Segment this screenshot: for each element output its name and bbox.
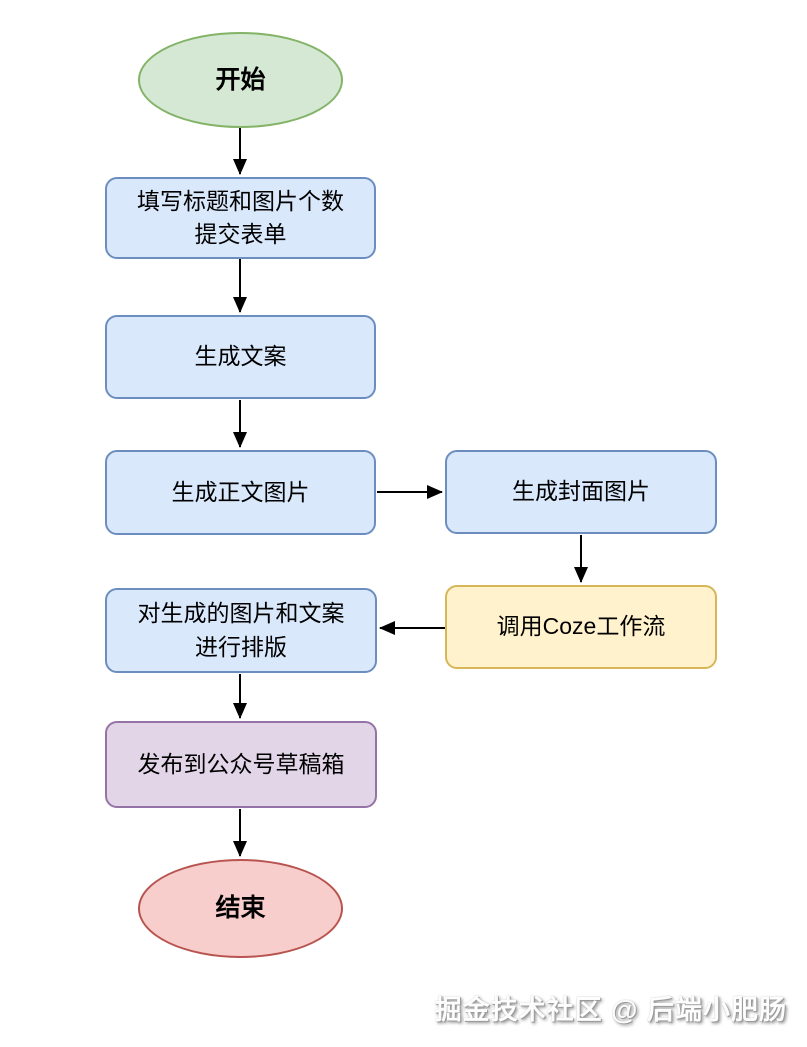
node-generate-cover-image-label: 生成封面图片 (512, 478, 650, 505)
node-generate-body-images: 生成正文图片 (105, 450, 376, 535)
node-end-label: 结束 (215, 894, 266, 923)
node-typeset-layout: 对生成的图片和文案 进行排版 (105, 588, 377, 673)
node-call-coze-workflow-label: 调用Coze工作流 (496, 613, 666, 640)
node-start: 开始 (138, 32, 343, 128)
watermark-text: 掘金技术社区 @ 后端小肥肠 (434, 995, 787, 1025)
node-end: 结束 (138, 859, 343, 958)
node-generate-body-images-label: 生成正文图片 (171, 478, 310, 505)
node-publish-draftbox-label: 发布到公众号草稿箱 (137, 750, 345, 777)
node-fill-form: 填写标题和图片个数 提交表单 (105, 177, 376, 259)
node-typeset-layout-label: 对生成的图片和文案 进行排版 (137, 600, 345, 660)
node-start-label: 开始 (215, 65, 266, 94)
node-generate-copywriting: 生成文案 (105, 315, 376, 399)
node-generate-copywriting-label: 生成文案 (194, 343, 287, 370)
node-call-coze-workflow: 调用Coze工作流 (445, 585, 717, 669)
node-fill-form-label: 填写标题和图片个数 提交表单 (137, 187, 344, 247)
node-publish-draftbox: 发布到公众号草稿箱 (105, 721, 377, 808)
node-generate-cover-image: 生成封面图片 (445, 450, 717, 534)
